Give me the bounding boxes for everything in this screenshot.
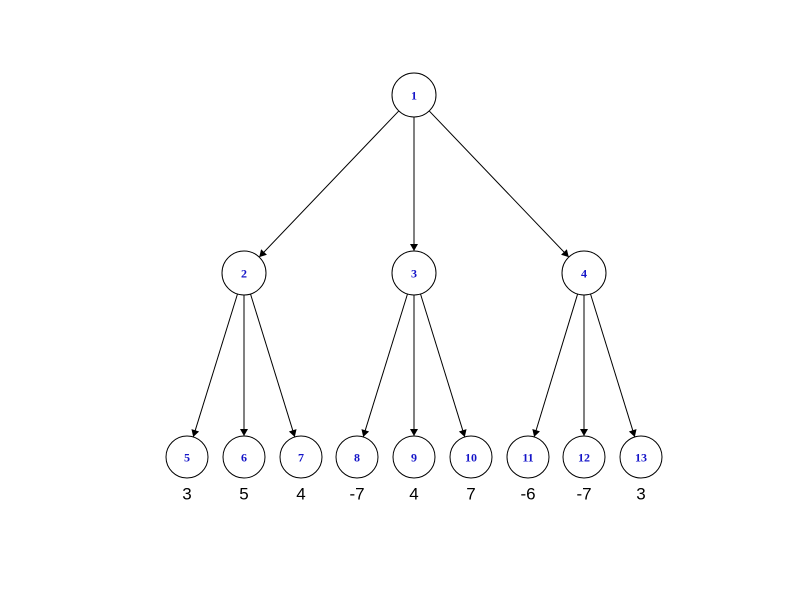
leaf-value-11: -6 (520, 485, 535, 504)
node-circle[interactable] (506, 435, 550, 479)
node-label: 6 (241, 451, 247, 465)
tree-edge (428, 110, 570, 258)
edge-line (590, 293, 636, 438)
edges-layer (191, 110, 637, 438)
tree-edge (410, 117, 418, 251)
edge-line (258, 110, 400, 258)
tree-node-5[interactable]: 5 (165, 435, 209, 479)
node-circle[interactable] (562, 435, 606, 479)
edge-arrowhead-icon (288, 429, 297, 437)
node-circle[interactable] (391, 72, 437, 118)
leaf-value-12: -7 (576, 485, 591, 504)
tree-node-13[interactable]: 13 (619, 435, 663, 479)
edge-arrowhead-icon (361, 429, 370, 437)
edge-arrowhead-icon (580, 429, 588, 436)
tree-edge (250, 293, 297, 438)
leaf-value-10: 7 (466, 485, 475, 504)
tree-edge (191, 293, 238, 438)
node-label: 9 (411, 451, 417, 465)
node-circle[interactable] (619, 435, 663, 479)
node-circle[interactable] (449, 435, 493, 479)
edge-line (533, 293, 579, 438)
edge-arrowhead-icon (410, 244, 418, 251)
tree-node-3[interactable]: 3 (391, 250, 437, 296)
leaf-value-5: 3 (182, 485, 191, 504)
edge-line (362, 293, 408, 438)
node-label: 8 (354, 451, 360, 465)
node-circle[interactable] (391, 250, 437, 296)
edge-line (420, 293, 466, 438)
leaf-value-7: 4 (296, 485, 305, 504)
node-label: 11 (522, 451, 533, 465)
edge-arrowhead-icon (259, 249, 267, 258)
node-label: 5 (184, 451, 190, 465)
tree-node-10[interactable]: 10 (449, 435, 493, 479)
edge-arrowhead-icon (410, 429, 418, 436)
node-label: 3 (411, 267, 417, 281)
tree-node-9[interactable]: 9 (392, 435, 436, 479)
tree-node-7[interactable]: 7 (279, 435, 323, 479)
tree-node-11[interactable]: 11 (506, 435, 550, 479)
tree-node-12[interactable]: 12 (562, 435, 606, 479)
tree-edge (532, 293, 579, 438)
tree-edge (580, 295, 588, 436)
node-label: 4 (581, 267, 587, 281)
edge-line (428, 110, 570, 258)
node-circle[interactable] (222, 435, 266, 479)
node-circle[interactable] (221, 250, 267, 296)
leaf-value-13: 3 (636, 485, 645, 504)
node-circle[interactable] (392, 435, 436, 479)
tree-node-8[interactable]: 8 (335, 435, 379, 479)
tree-node-4[interactable]: 4 (561, 250, 607, 296)
node-label: 10 (465, 451, 477, 465)
node-circle[interactable] (561, 250, 607, 296)
tree-node-2[interactable]: 2 (221, 250, 267, 296)
node-label: 1 (411, 89, 417, 103)
tree-edge (410, 295, 418, 436)
node-label: 2 (241, 267, 247, 281)
leaf-value-8: -7 (349, 485, 364, 504)
tree-edge (420, 293, 467, 438)
edge-arrowhead-icon (532, 429, 540, 437)
tree-node-6[interactable]: 6 (222, 435, 266, 479)
tree-edge (361, 293, 408, 438)
node-label: 12 (578, 451, 590, 465)
node-circle[interactable] (335, 435, 379, 479)
edge-arrowhead-icon (191, 429, 200, 437)
node-label: 13 (635, 451, 647, 465)
edge-arrowhead-icon (628, 429, 637, 437)
tree-edge (590, 293, 637, 438)
edge-line (250, 293, 296, 438)
node-circle[interactable] (279, 435, 323, 479)
edge-line (192, 293, 238, 438)
tree-node-1[interactable]: 1 (391, 72, 437, 118)
leaf-values-layer: 3 5 4 -7 4 7 -6 -7 3 (182, 485, 645, 504)
leaf-value-6: 5 (239, 485, 248, 504)
edge-arrowhead-icon (240, 429, 248, 436)
node-circle[interactable] (165, 435, 209, 479)
edge-arrowhead-icon (561, 249, 569, 258)
leaf-value-9: 4 (409, 485, 418, 504)
tree-edge (258, 110, 400, 258)
node-label: 7 (298, 451, 304, 465)
edge-arrowhead-icon (458, 429, 467, 437)
tree-edge (240, 295, 248, 436)
